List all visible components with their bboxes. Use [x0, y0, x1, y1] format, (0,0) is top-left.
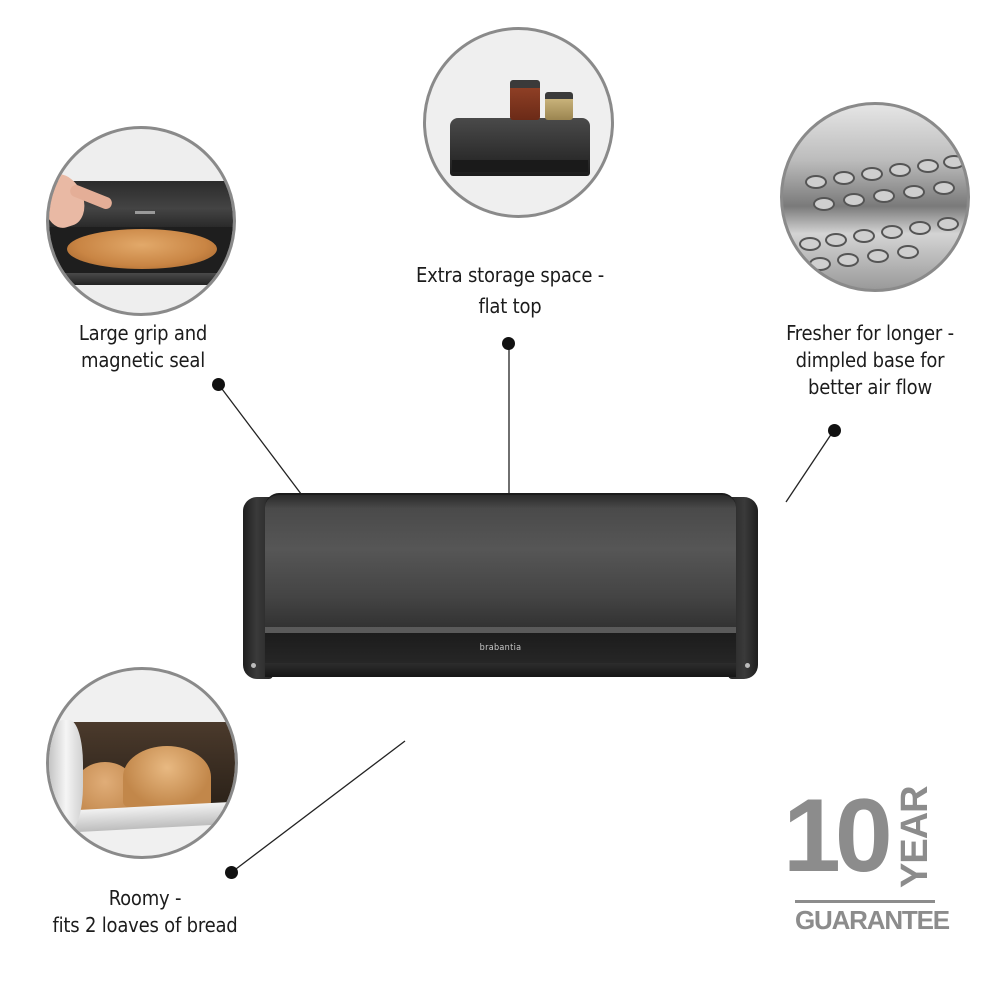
- guarantee-label: GUARANTEE: [795, 905, 950, 935]
- caption-grip: Large grip and magnetic seal: [48, 320, 238, 374]
- feature-image-flat-top: [423, 27, 614, 218]
- guarantee-unit: YEAR: [894, 786, 936, 888]
- guarantee-badge: 10 YEAR GUARANTEE: [783, 778, 950, 940]
- callout-dot-grip: [212, 378, 225, 391]
- bin-rail: [49, 273, 233, 285]
- caption-line: Extra storage space -: [415, 263, 605, 287]
- spice-jar-red: [510, 80, 540, 120]
- callout-dot-roomy: [225, 866, 238, 879]
- feature-image-grip: [46, 126, 236, 316]
- caption-line: magnetic seal: [81, 348, 205, 372]
- dimple-pattern: [783, 105, 967, 289]
- guarantee-number: 10: [783, 778, 893, 894]
- mini-bin-band: [452, 160, 588, 172]
- caption-line: Fresher for longer -: [786, 321, 954, 345]
- bin-skirt: [265, 663, 736, 677]
- rivet-right: [745, 663, 750, 668]
- bread-loaf-2: [123, 746, 211, 808]
- spice-jar-green: [545, 92, 573, 120]
- callout-dot-flat-top: [502, 337, 515, 350]
- caption-line: Large grip and: [78, 321, 208, 345]
- feature-image-dimpled-base: [780, 102, 970, 292]
- brand-logo: brabantia: [479, 643, 522, 653]
- caption-line: dimpled base for: [795, 348, 945, 372]
- brand-mark: [135, 211, 155, 214]
- caption-line: fits 2 loaves of bread: [52, 913, 238, 937]
- lid-grip: [265, 627, 736, 633]
- roll-top-lid: [265, 493, 736, 631]
- feature-image-roomy: [46, 667, 238, 859]
- callout-dot-dimpled-base: [828, 424, 841, 437]
- bread-loaf: [67, 229, 217, 269]
- rivet-left: [251, 663, 256, 668]
- caption-line: better air flow: [808, 375, 932, 399]
- caption-line: Roomy -: [108, 886, 182, 910]
- bin-end-cap: [49, 720, 83, 830]
- caption-roomy: Roomy - fits 2 loaves of bread: [40, 885, 250, 939]
- caption-dimpled-base: Fresher for longer - dimpled base for be…: [770, 320, 970, 401]
- bin-base: [265, 633, 736, 663]
- caption-line: flat top: [478, 294, 542, 318]
- guarantee-divider: [795, 900, 935, 903]
- product-bread-bin: brabantia: [243, 493, 758, 685]
- caption-flat-top: Extra storage space - flat top: [395, 262, 625, 320]
